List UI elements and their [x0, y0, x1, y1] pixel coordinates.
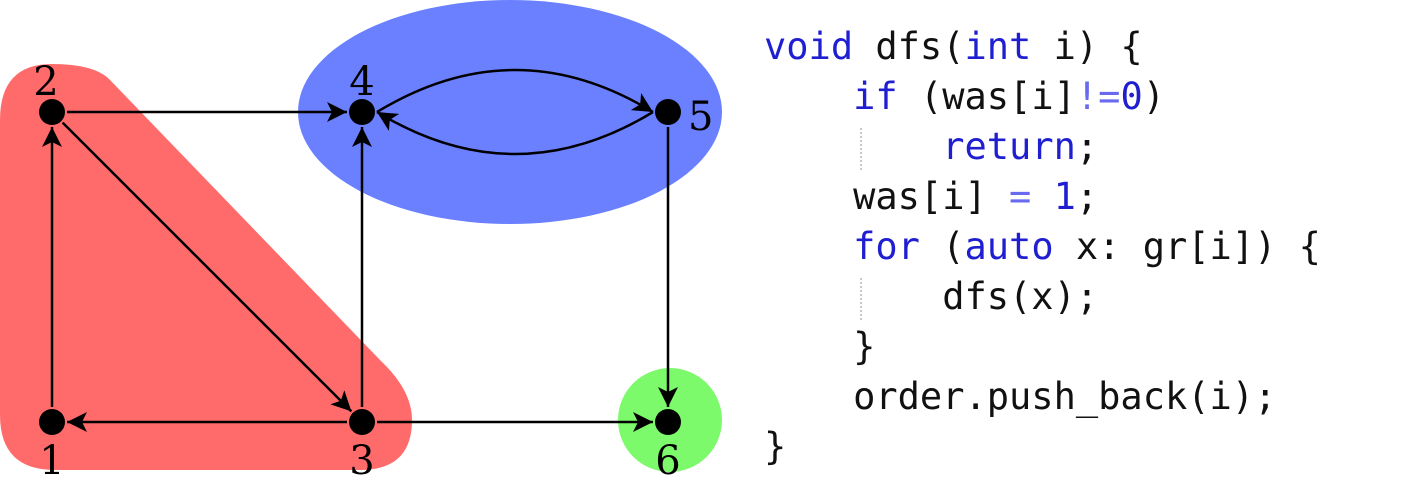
- node-labels: 1 2 3 4 5 6: [33, 59, 713, 484]
- code-token: i) {: [1031, 25, 1143, 68]
- edge-2-3: [61, 121, 353, 413]
- code-token: order.push_back(i);: [764, 375, 1277, 418]
- code-line: was[i] = 1;: [764, 172, 1321, 222]
- node-1: [39, 409, 65, 435]
- code-token: auto: [964, 225, 1054, 268]
- code-token: was[i]: [764, 175, 1010, 218]
- code-token: void: [764, 25, 854, 68]
- node-label-4: 4: [349, 59, 374, 105]
- code-token: dfs(: [853, 25, 965, 68]
- node-5: [655, 99, 681, 125]
- node-label-2: 2: [33, 59, 58, 105]
- code-token: [764, 125, 942, 168]
- code-token: 1: [1053, 175, 1076, 218]
- edge-5-4: [376, 110, 654, 156]
- code-token: ;: [1075, 125, 1099, 168]
- code-token: ;: [1075, 175, 1099, 218]
- graph-nodes: [39, 99, 681, 435]
- node-label-1: 1: [39, 438, 64, 484]
- node-3: [349, 409, 375, 435]
- code-line: for (auto x: gr[i]) {: [764, 222, 1321, 272]
- component-region-4-5: [298, 0, 722, 224]
- code-token: }: [764, 325, 876, 368]
- code-token: (: [919, 225, 965, 268]
- code-token: for: [853, 225, 920, 268]
- node-2: [39, 99, 65, 125]
- code-token: [1031, 175, 1053, 218]
- code-token: int: [964, 25, 1032, 68]
- code-line: }: [764, 422, 1321, 472]
- indent-guide: [860, 128, 862, 170]
- graph-edges: [42, 68, 678, 432]
- code-line: order.push_back(i);: [764, 372, 1321, 422]
- code-token: [764, 75, 853, 118]
- indent-guide: [860, 278, 862, 320]
- code-block: void dfs(int i) { if (was[i]!=0) return;…: [764, 22, 1321, 472]
- graph-diagram: 1 2 3 4 5 6: [0, 0, 722, 484]
- code-line: dfs(x);: [764, 272, 1321, 322]
- code-token: [764, 225, 853, 268]
- edge-4-5: [376, 68, 654, 114]
- code-line: if (was[i]!=0): [764, 72, 1321, 122]
- node-label-6: 6: [655, 438, 680, 484]
- code-token: (was[i]: [897, 75, 1076, 118]
- node-6: [655, 409, 681, 435]
- code-line: }: [764, 322, 1321, 372]
- code-token: x: gr[i]) {: [1053, 225, 1321, 268]
- code-line: return;: [764, 122, 1321, 172]
- node-label-5: 5: [688, 94, 713, 140]
- code-token: return: [942, 125, 1076, 168]
- code-token: dfs(x);: [764, 275, 1099, 318]
- node-4: [349, 99, 375, 125]
- code-token: =: [1009, 175, 1032, 218]
- code-token: ): [1142, 75, 1166, 118]
- code-token: if: [853, 75, 898, 118]
- code-token: !=: [1075, 75, 1121, 118]
- node-label-3: 3: [349, 438, 374, 484]
- code-token: 0: [1120, 75, 1143, 118]
- code-token: }: [764, 425, 787, 468]
- code-line: void dfs(int i) {: [764, 22, 1321, 72]
